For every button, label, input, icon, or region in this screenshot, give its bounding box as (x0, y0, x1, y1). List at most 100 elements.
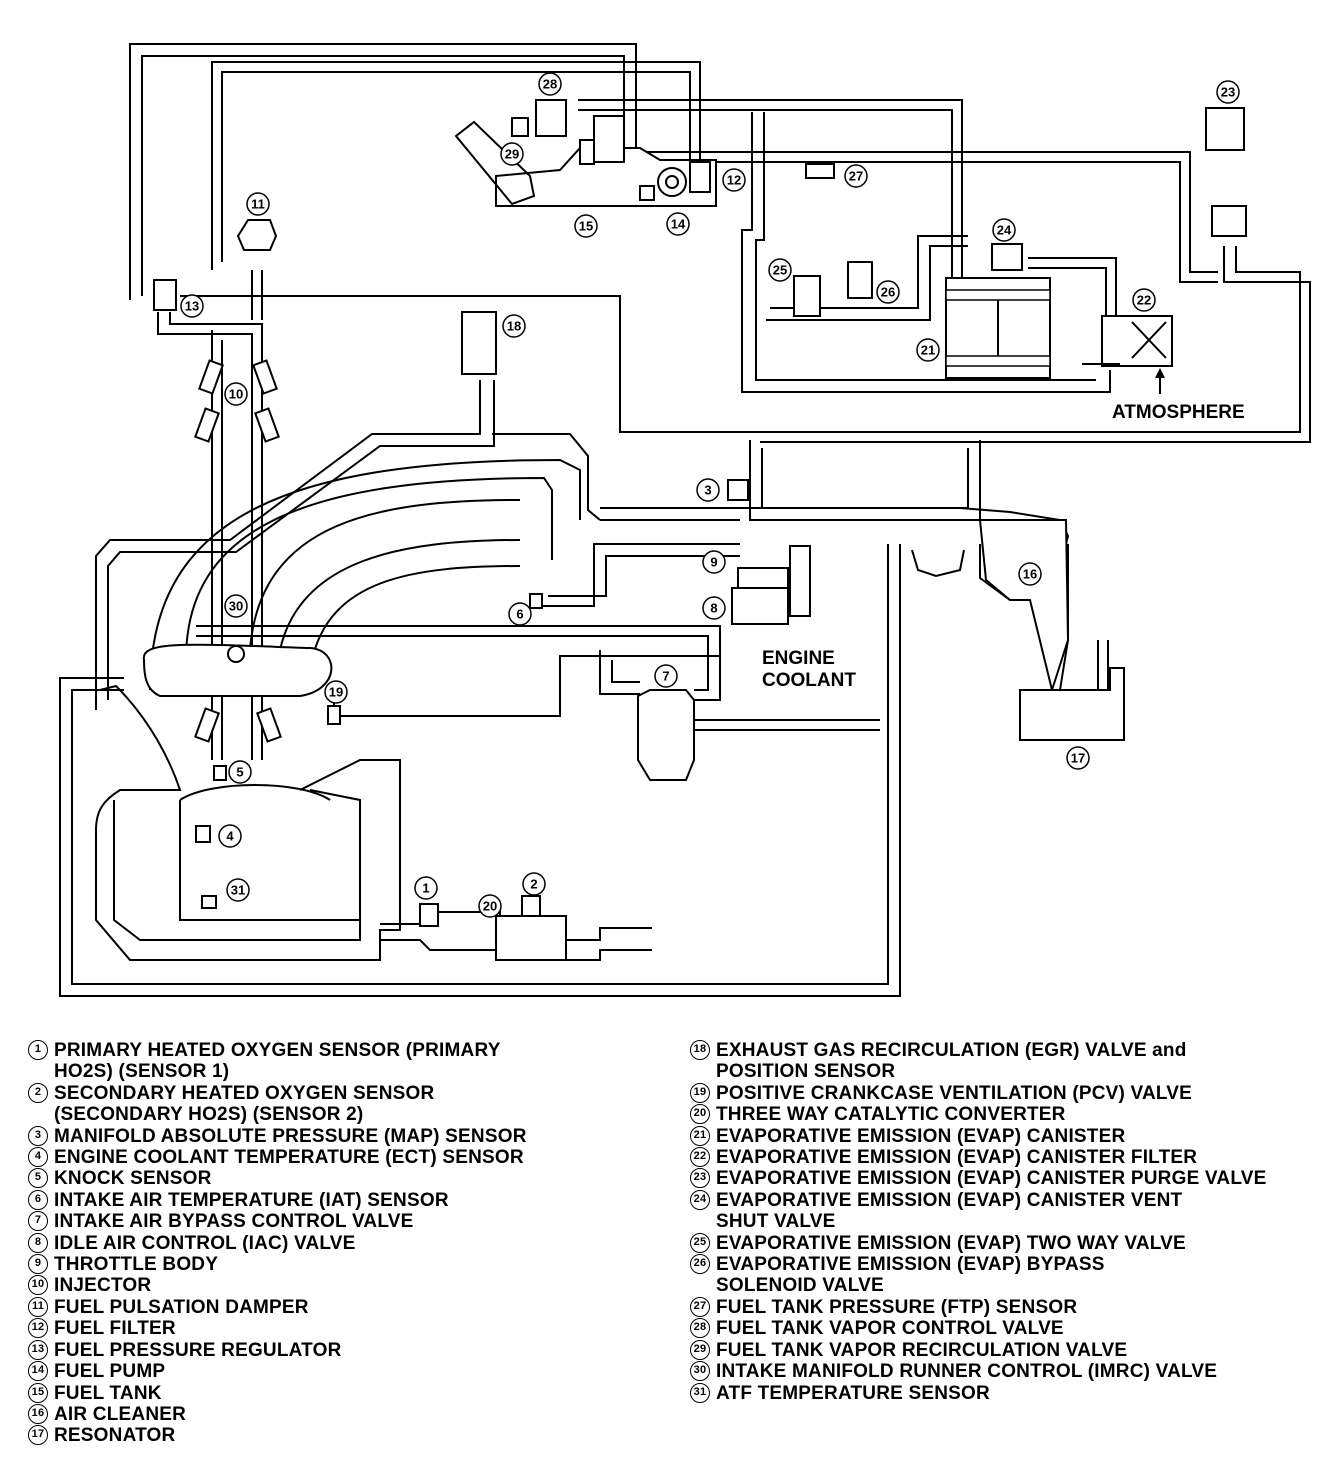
callout-number: 29 (505, 147, 519, 162)
legend-text: INJECTOR (54, 1275, 152, 1297)
callout-7: 7 (654, 664, 678, 688)
callout-1: 1 (414, 876, 438, 900)
legend-text: EVAPORATIVE EMISSION (EVAP) TWO WAY VALV… (716, 1232, 1186, 1254)
callout-15: 15 (574, 214, 598, 238)
callout-number: 9 (710, 555, 717, 570)
callout-number: 4 (226, 829, 234, 844)
callout-number: 17 (1071, 751, 1085, 766)
callout-number: 27 (849, 169, 863, 184)
iat-sensor (529, 593, 543, 609)
callout-26: 26 (876, 280, 900, 304)
legend-text: EVAPORATIVE EMISSION (EVAP) CANISTER VEN… (716, 1189, 1183, 1233)
callout-number: 24 (997, 223, 1012, 238)
intake-plenum (142, 643, 333, 697)
legend-number: 7 (28, 1211, 48, 1232)
callout-5: 5 (228, 760, 252, 784)
legend-text: FUEL PUMP (54, 1361, 166, 1383)
atf-temp-sensor (201, 895, 217, 909)
evap-canister-filter (1101, 315, 1173, 367)
callout-number: 7 (662, 669, 669, 684)
callout-number: 31 (231, 883, 245, 898)
callout-22: 22 (1132, 288, 1156, 312)
injector (198, 359, 224, 395)
legend-text: FUEL PRESSURE REGULATOR (54, 1339, 342, 1361)
callout-number: 15 (579, 219, 593, 234)
legend-text: FUEL FILTER (54, 1318, 176, 1340)
callout-11: 11 (246, 192, 270, 216)
evap-two-way-valve (793, 275, 821, 317)
fuel-pulsation-damper (236, 219, 278, 251)
callout-2: 2 (522, 872, 546, 896)
callout-24: 24 (992, 218, 1016, 242)
legend-number: 29 (690, 1339, 710, 1360)
evap-vent-shut-valve (991, 243, 1023, 271)
callout-number: 26 (881, 285, 895, 300)
callout-number: 28 (543, 77, 557, 92)
egr-valve (461, 311, 497, 375)
legend-text: INTAKE AIR BYPASS CONTROL VALVE (54, 1211, 414, 1233)
legend-number: 6 (28, 1189, 48, 1210)
callout-number: 12 (727, 173, 741, 188)
callout-27: 27 (844, 164, 868, 188)
callout-23: 23 (1216, 80, 1240, 104)
legend-number: 14 (28, 1361, 48, 1382)
legend-text: FUEL TANK VAPOR CONTROL VALVE (716, 1318, 1064, 1340)
callout-6: 6 (508, 602, 532, 626)
callout-number: 22 (1137, 293, 1151, 308)
callout-8: 8 (702, 596, 726, 620)
callout-number: 1 (422, 881, 429, 896)
callout-18: 18 (502, 314, 526, 338)
callout-number: 3 (704, 483, 711, 498)
legend-number: 2 (28, 1082, 48, 1103)
callout-number: 10 (229, 387, 243, 402)
legend-text: ENGINE COOLANT TEMPERATURE (ECT) SENSOR (54, 1147, 524, 1169)
legend-text: THROTTLE BODY (54, 1254, 219, 1276)
callout-number: 16 (1023, 567, 1037, 582)
engine-coolant-label-2: COOLANT (762, 670, 856, 691)
callout-number: 2 (530, 877, 537, 892)
callout-28: 28 (538, 72, 562, 96)
callout-19: 19 (324, 680, 348, 704)
callout-number: 11 (251, 197, 265, 212)
fuel-filter (689, 161, 711, 193)
legend-number: 12 (28, 1318, 48, 1339)
fuel-pressure-regulator (153, 279, 177, 311)
legend-number: 17 (28, 1425, 48, 1446)
legend-item-7: 7 INTAKE AIR BYPASS CONTROL VALVE (28, 1211, 527, 1232)
fuel-tank-vapor-control-valve (535, 99, 567, 137)
callout-25: 25 (768, 258, 792, 282)
legend-number: 8 (28, 1232, 48, 1253)
legend-text: FUEL PULSATION DAMPER (54, 1296, 309, 1318)
callout-16: 16 (1018, 562, 1042, 586)
engine-coolant-label: ENGINE (762, 648, 835, 669)
callout-21: 21 (916, 338, 940, 362)
legend-text: FUEL TANK VAPOR RECIRCULATION VALVE (716, 1339, 1128, 1361)
legend-number: 5 (28, 1168, 48, 1189)
legend-number: 26 (690, 1254, 710, 1275)
legend-text: THREE WAY CATALYTIC CONVERTER (716, 1104, 1066, 1126)
map-sensor (727, 479, 749, 501)
evap-purge-valve (1205, 107, 1245, 151)
callout-12: 12 (722, 168, 746, 192)
legend-item-9: 9 THROTTLE BODY (28, 1254, 527, 1275)
legend-number: 21 (690, 1125, 710, 1146)
legend-text: EVAPORATIVE EMISSION (EVAP) CANISTER (716, 1125, 1126, 1147)
callout-number: 25 (773, 263, 787, 278)
legend-number: 30 (690, 1361, 710, 1382)
legend-text: EVAPORATIVE EMISSION (EVAP) CANISTER FIL… (716, 1147, 1198, 1169)
legend-number: 9 (28, 1254, 48, 1275)
callout-number: 21 (921, 343, 935, 358)
callout-10: 10 (224, 382, 248, 406)
legend-item-14: 14 FUEL PUMP (28, 1361, 527, 1382)
callout-number: 14 (671, 217, 686, 232)
fuel-tank-vapor-recirculation-valve (511, 117, 529, 137)
legend-text: EVAPORATIVE EMISSION (EVAP) CANISTER PUR… (716, 1168, 1267, 1190)
